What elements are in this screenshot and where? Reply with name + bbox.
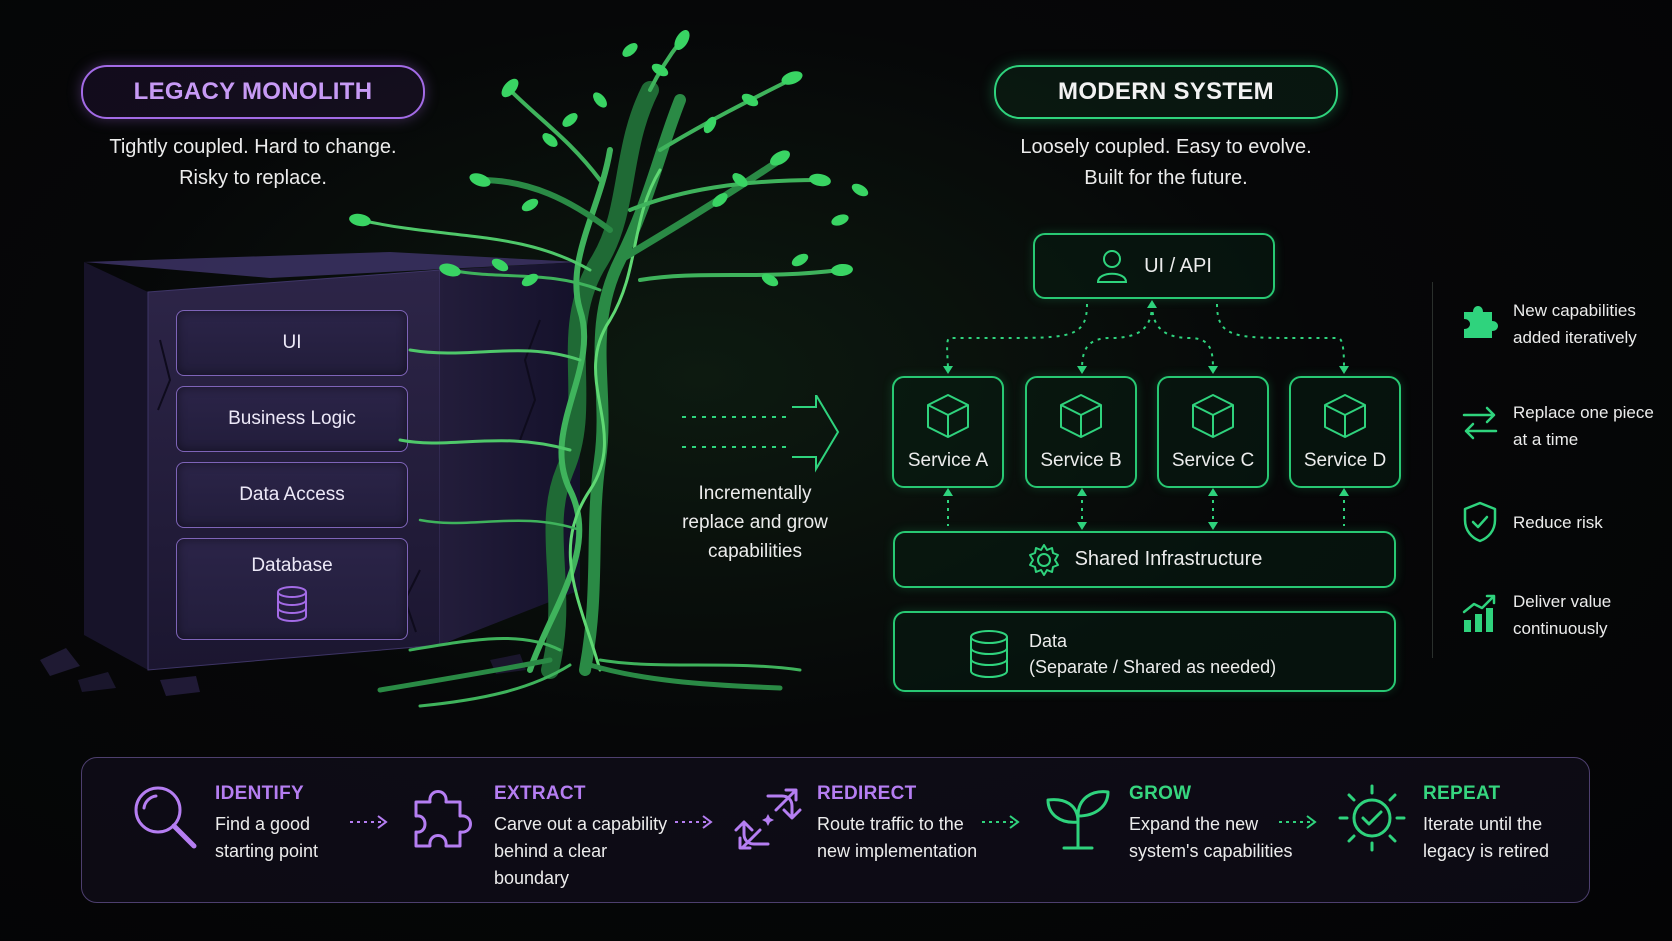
data-subtitle: (Separate / Shared as needed)	[1029, 657, 1277, 677]
service-b-label: Service B	[1040, 450, 1122, 471]
step-identify-description: Find a good starting point	[215, 811, 318, 865]
benefit-4-line2: continuously	[1513, 619, 1608, 638]
step-repeat-title: REPEAT	[1423, 783, 1501, 804]
service-d-box: Service D	[1289, 376, 1401, 488]
step-redirect-line2: new implementation	[817, 841, 978, 861]
legacy-subtitle: Tightly coupled. Hard to change. Risky t…	[73, 132, 433, 194]
benefit-3-line1: Reduce risk	[1513, 513, 1603, 532]
cube-icon	[927, 394, 969, 438]
transition-caption: Incrementally replace and grow capabilit…	[575, 479, 935, 566]
step-extract-line1: Carve out a capability	[494, 814, 668, 834]
sun-check-icon	[1338, 784, 1406, 852]
modern-subtitle: Loosely coupled. Easy to evolve. Built f…	[986, 132, 1346, 194]
transition-caption-line1: Incrementally	[698, 483, 812, 504]
shared-infrastructure-label: Shared Infrastructure	[1074, 548, 1263, 570]
growth-chart-icon	[1462, 594, 1496, 632]
legacy-layer-database-label: Database	[251, 555, 333, 576]
cube-icon	[1192, 394, 1234, 438]
step-identify-line1: Find a good	[215, 814, 311, 834]
step-extract-description: Carve out a capability behind a clear bo…	[494, 811, 667, 892]
service-b-box: Service B	[1025, 376, 1137, 488]
puzzle-icon	[1464, 306, 1498, 338]
legacy-layer-data-access: Data Access	[176, 462, 408, 528]
legacy-layer-business-logic: Business Logic	[176, 386, 408, 452]
dotted-arrow-icon	[982, 815, 1020, 829]
redirect-icon	[734, 788, 802, 850]
ui-api-label: UI / API	[1144, 254, 1212, 277]
transition-caption-line3: capabilities	[708, 541, 802, 562]
service-c-label: Service C	[1171, 450, 1255, 471]
benefit-1-line2: added iteratively	[1513, 328, 1637, 347]
modern-system-title: MODERN SYSTEM	[994, 65, 1338, 119]
shared-infrastructure-box: Shared Infrastructure	[893, 531, 1396, 588]
data-text: Data (Separate / Shared as needed)	[1029, 628, 1276, 680]
step-extract-line3: boundary	[494, 868, 570, 888]
swap-arrows-icon	[1462, 406, 1498, 440]
service-c-box: Service C	[1157, 376, 1269, 488]
cube-icon	[1324, 394, 1366, 438]
legacy-monolith-title: LEGACY MONOLITH	[81, 65, 425, 119]
strangler-fig-tree-illustration	[349, 30, 869, 708]
benefit-reduce-risk: Reduce risk	[1513, 509, 1672, 536]
step-redirect-title: REDIRECT	[817, 783, 917, 804]
benefit-replace-one-piece: Replace one piece at a time	[1513, 399, 1672, 453]
benefit-deliver-value: Deliver value continuously	[1513, 588, 1672, 642]
step-identify-line2: starting point	[215, 841, 319, 861]
benefit-new-capabilities: New capabilities added iteratively	[1513, 297, 1672, 351]
step-repeat-line1: Iterate until the	[1423, 814, 1543, 834]
database-icon	[277, 586, 307, 622]
benefit-1-line1: New capabilities	[1513, 301, 1636, 320]
service-a-label: Service A	[907, 450, 989, 471]
legacy-layer-database: Database	[176, 538, 408, 640]
step-repeat-description: Iterate until the legacy is retired	[1423, 811, 1549, 865]
legacy-subtitle-line2: Risky to replace.	[179, 167, 327, 189]
data-title: Data	[1029, 631, 1068, 651]
service-d-label: Service D	[1303, 450, 1387, 471]
step-extract-line2: behind a clear	[494, 841, 608, 861]
process-steps-panel	[81, 757, 1590, 903]
step-redirect-line1: Route traffic to the	[817, 814, 964, 834]
transition-arrow	[682, 395, 840, 473]
database-icon	[970, 630, 1008, 678]
legacy-layer-ui: UI	[176, 310, 408, 376]
benefit-2-line2: at a time	[1513, 430, 1579, 449]
dotted-arrow-icon	[350, 815, 388, 829]
service-connectors	[943, 300, 1349, 530]
sprout-icon	[1046, 790, 1110, 850]
benefits-divider	[1432, 282, 1433, 658]
step-grow-line2: system's capabilities	[1129, 841, 1293, 861]
legacy-subtitle-line1: Tightly coupled. Hard to change.	[109, 136, 397, 158]
benefit-4-line1: Deliver value	[1513, 592, 1612, 611]
step-repeat-line2: legacy is retired	[1423, 841, 1550, 861]
service-a-box: Service A	[892, 376, 1004, 488]
step-extract-title: EXTRACT	[494, 783, 586, 804]
transition-caption-line2: replace and grow	[682, 512, 828, 533]
gear-icon	[1028, 543, 1059, 576]
modern-subtitle-line1: Loosely coupled. Easy to evolve.	[1020, 136, 1312, 158]
step-grow-description: Expand the new system's capabilities	[1129, 811, 1293, 865]
step-grow-line1: Expand the new	[1129, 814, 1259, 834]
puzzle-outline-icon	[414, 790, 472, 848]
dotted-arrow-icon	[1279, 815, 1317, 829]
step-redirect-description: Route traffic to the new implementation	[817, 811, 977, 865]
magnifier-icon	[134, 786, 197, 849]
benefit-2-line1: Replace one piece	[1513, 403, 1654, 422]
data-box: Data (Separate / Shared as needed)	[893, 611, 1396, 692]
step-grow-title: GROW	[1129, 783, 1192, 804]
dotted-arrow-icon	[675, 815, 713, 829]
cube-icon	[1060, 394, 1102, 438]
user-icon	[1097, 250, 1128, 283]
step-identify-title: IDENTIFY	[215, 783, 304, 804]
modern-subtitle-line2: Built for the future.	[1084, 167, 1248, 189]
ui-api-box: UI / API	[1033, 233, 1275, 299]
shield-check-icon	[1463, 501, 1497, 543]
